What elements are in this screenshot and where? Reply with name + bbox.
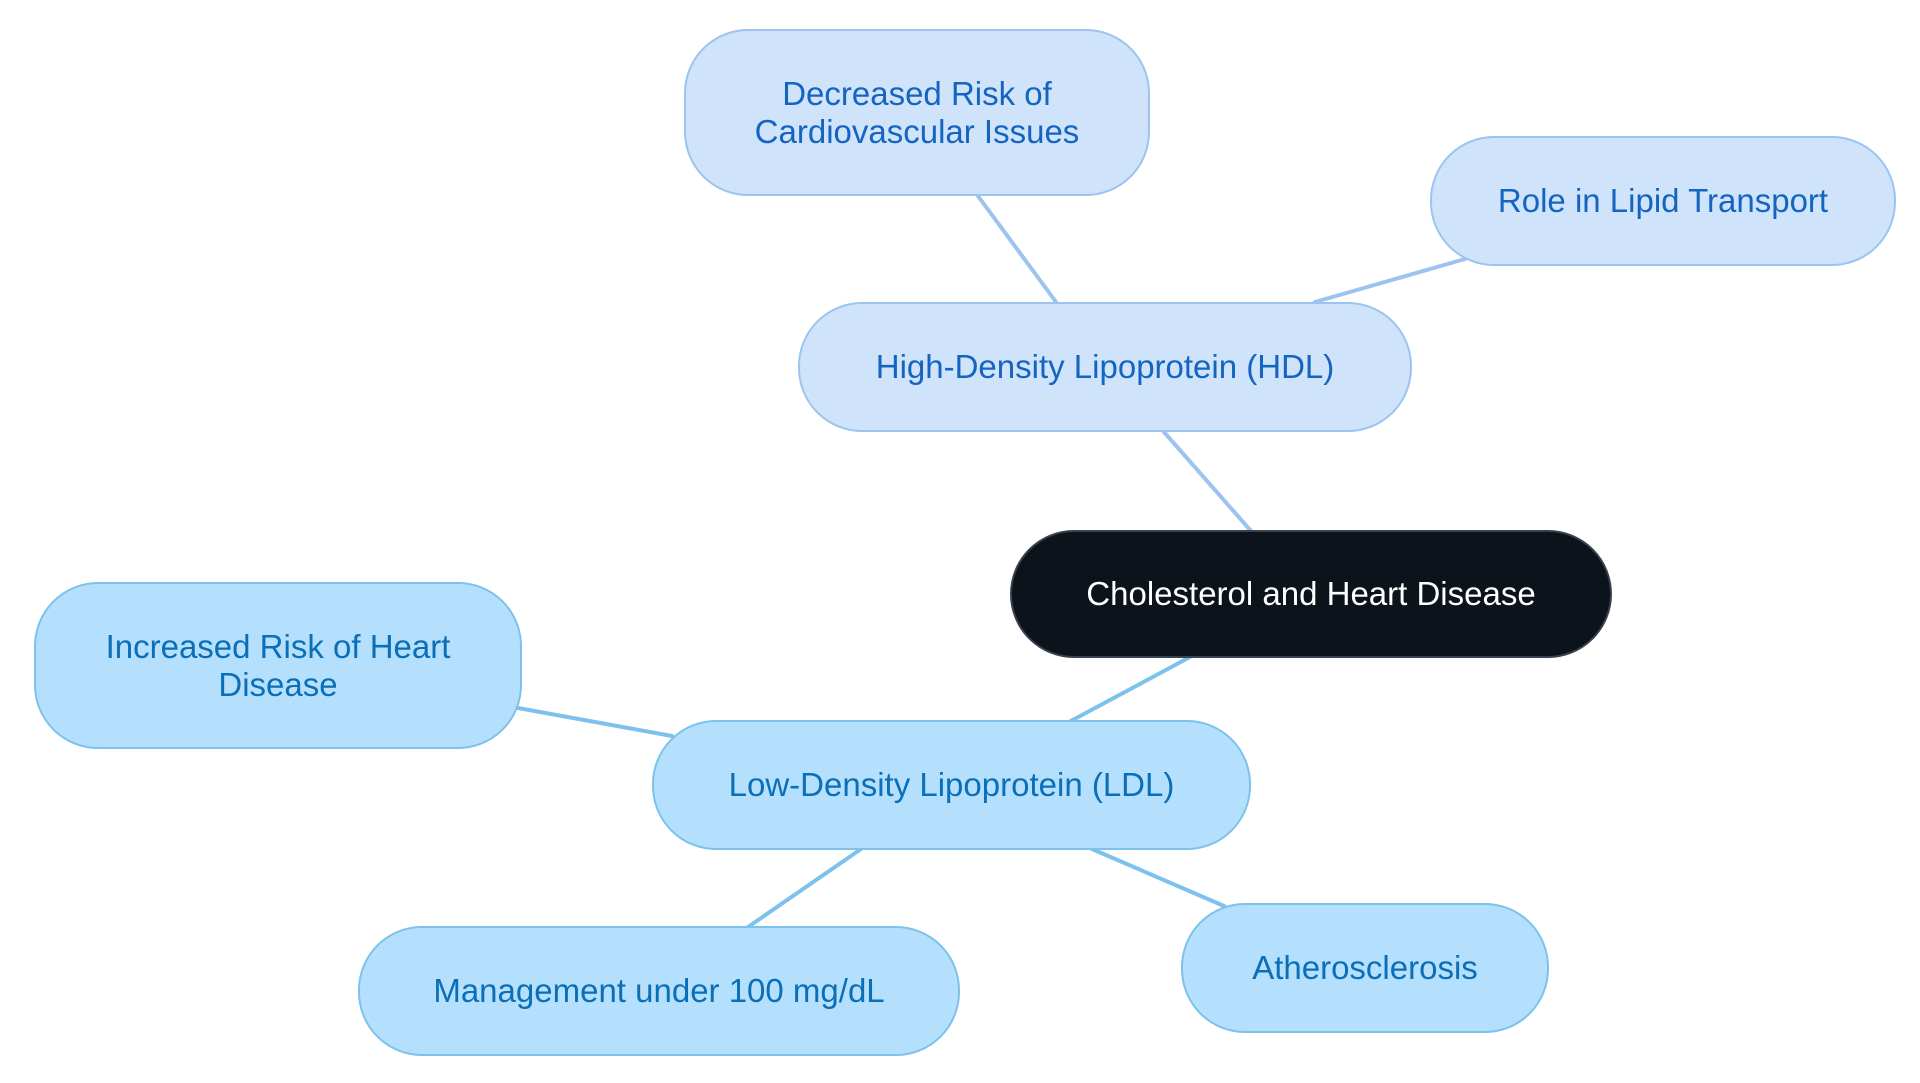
node-hdl-label: High-Density Lipoprotein (HDL) [875,348,1335,385]
node-management-under-100: Management under 100 mg/dL [358,926,960,1056]
node-increased-risk-heart-disease: Increased Risk of Heart Disease [34,582,522,749]
node-decreased-risk-label: Decreased Risk of Cardiovascular Issues [754,74,1080,150]
edge-ldl-to-management [746,847,863,929]
node-management-label: Management under 100 mg/dL [433,972,885,1009]
edge-hdl-to-decreased-risk [976,194,1058,304]
node-ldl: Low-Density Lipoprotein (LDL) [652,720,1251,850]
node-decreased-risk-cardiovascular: Decreased Risk of Cardiovascular Issues [684,29,1150,196]
edge-root-to-hdl [1162,430,1253,533]
edge-ldl-to-increased-risk [516,706,674,738]
node-increased-risk-label: Increased Risk of Heart Disease [105,627,451,703]
edge-root-to-ldl [1067,655,1192,724]
node-ldl-label: Low-Density Lipoprotein (LDL) [728,766,1175,803]
node-atherosclerosis: Atherosclerosis [1181,903,1549,1033]
node-role-lipid-transport-label: Role in Lipid Transport [1497,182,1829,219]
root-node-label: Cholesterol and Heart Disease [1086,575,1536,612]
edge-ldl-to-atherosclerosis [1090,847,1226,908]
root-node-cholesterol-heart-disease: Cholesterol and Heart Disease [1010,530,1612,658]
node-atherosclerosis-label: Atherosclerosis [1252,949,1478,986]
edge-hdl-to-lipid-transport [1313,257,1467,304]
node-role-lipid-transport: Role in Lipid Transport [1430,136,1896,266]
node-hdl: High-Density Lipoprotein (HDL) [798,302,1412,432]
